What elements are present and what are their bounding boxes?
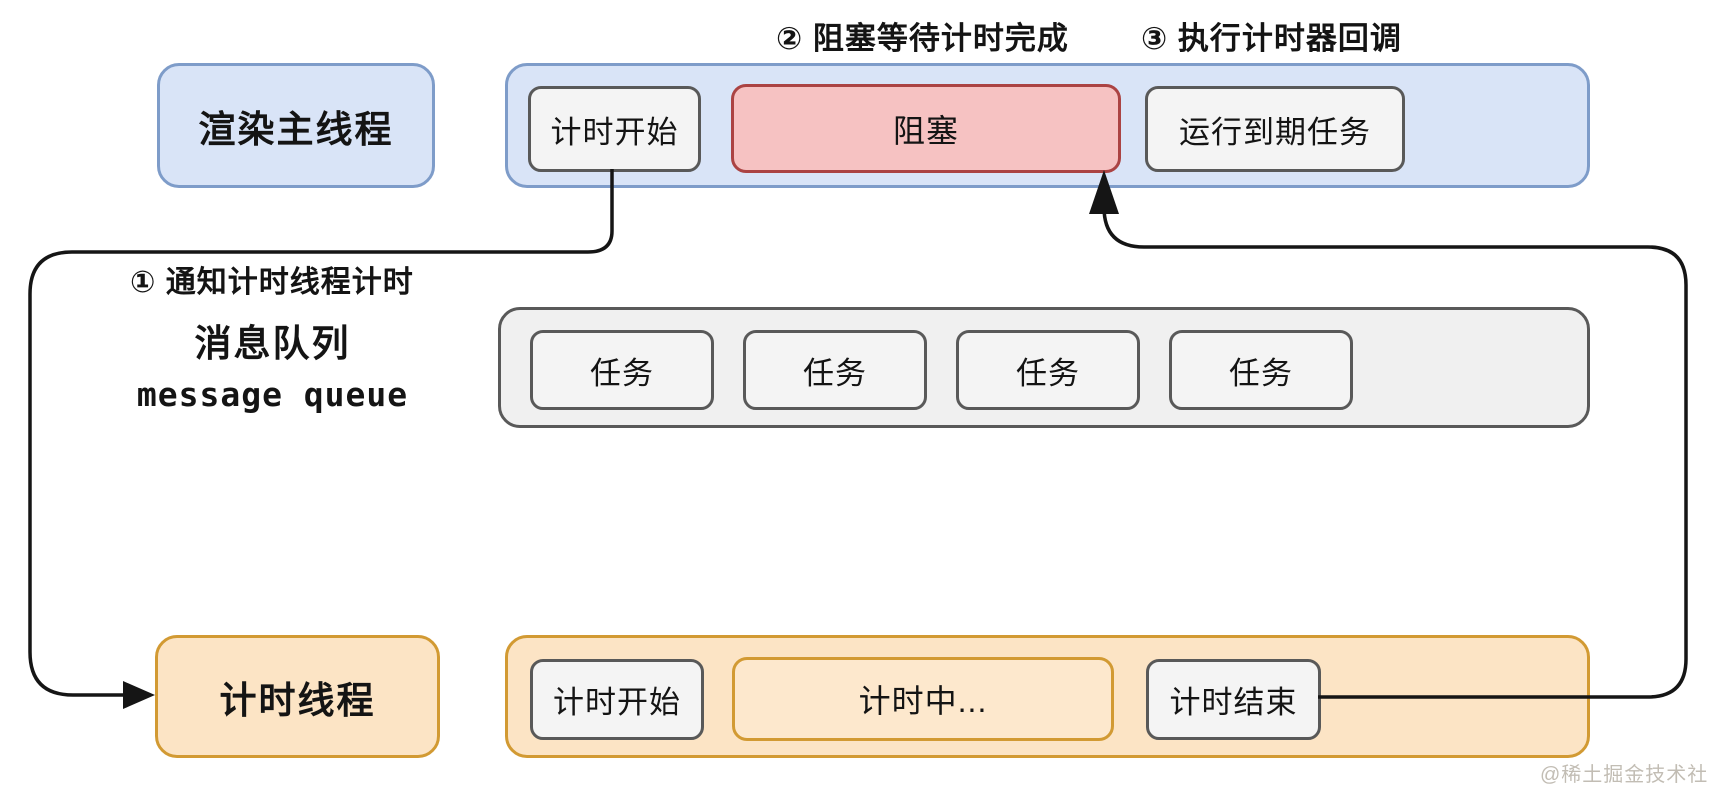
arrow-step1-head	[123, 681, 155, 709]
message-queue-bar: 任务 任务 任务 任务	[498, 307, 1590, 428]
watermark: @稀土掘金技术社区	[1540, 764, 1709, 786]
timer-thread-bar: 计时开始 计时中... 计时结束	[505, 635, 1590, 758]
queue-task: 任务	[956, 330, 1140, 410]
message-queue-label: 消息队列 message queue	[75, 313, 470, 414]
annotation-step3: ③ 执行计时器回调	[1141, 21, 1402, 56]
annotation-step2: ② 阻塞等待计时完成	[776, 21, 1069, 56]
segment-timer-end: 计时结束	[1146, 659, 1321, 740]
message-queue-label-en: message queue	[136, 375, 409, 414]
render-main-thread-label: 渲染主线程	[157, 63, 435, 188]
timer-thread-label-text: 计时线程	[219, 679, 376, 721]
segment-timer-start: 计时开始	[528, 86, 701, 172]
render-main-thread-label-text: 渲染主线程	[198, 108, 394, 150]
annotation-step1: ① 通知计时线程计时	[130, 266, 414, 299]
segment-timing: 计时中...	[732, 657, 1114, 741]
queue-task: 任务	[743, 330, 927, 410]
arrow-step3-path	[1102, 188, 1688, 699]
message-queue-label-zh: 消息队列	[194, 323, 351, 364]
render-main-thread-bar: 计时开始 阻塞 运行到期任务	[505, 63, 1590, 188]
arrow-step1-path	[28, 169, 614, 697]
segment-timer-start-bottom: 计时开始	[530, 659, 704, 740]
queue-task: 任务	[530, 330, 714, 410]
segment-blocked: 阻塞	[731, 84, 1121, 173]
queue-task: 任务	[1169, 330, 1353, 410]
timer-thread-label: 计时线程	[155, 635, 440, 758]
segment-run-expired-tasks: 运行到期任务	[1145, 86, 1405, 172]
